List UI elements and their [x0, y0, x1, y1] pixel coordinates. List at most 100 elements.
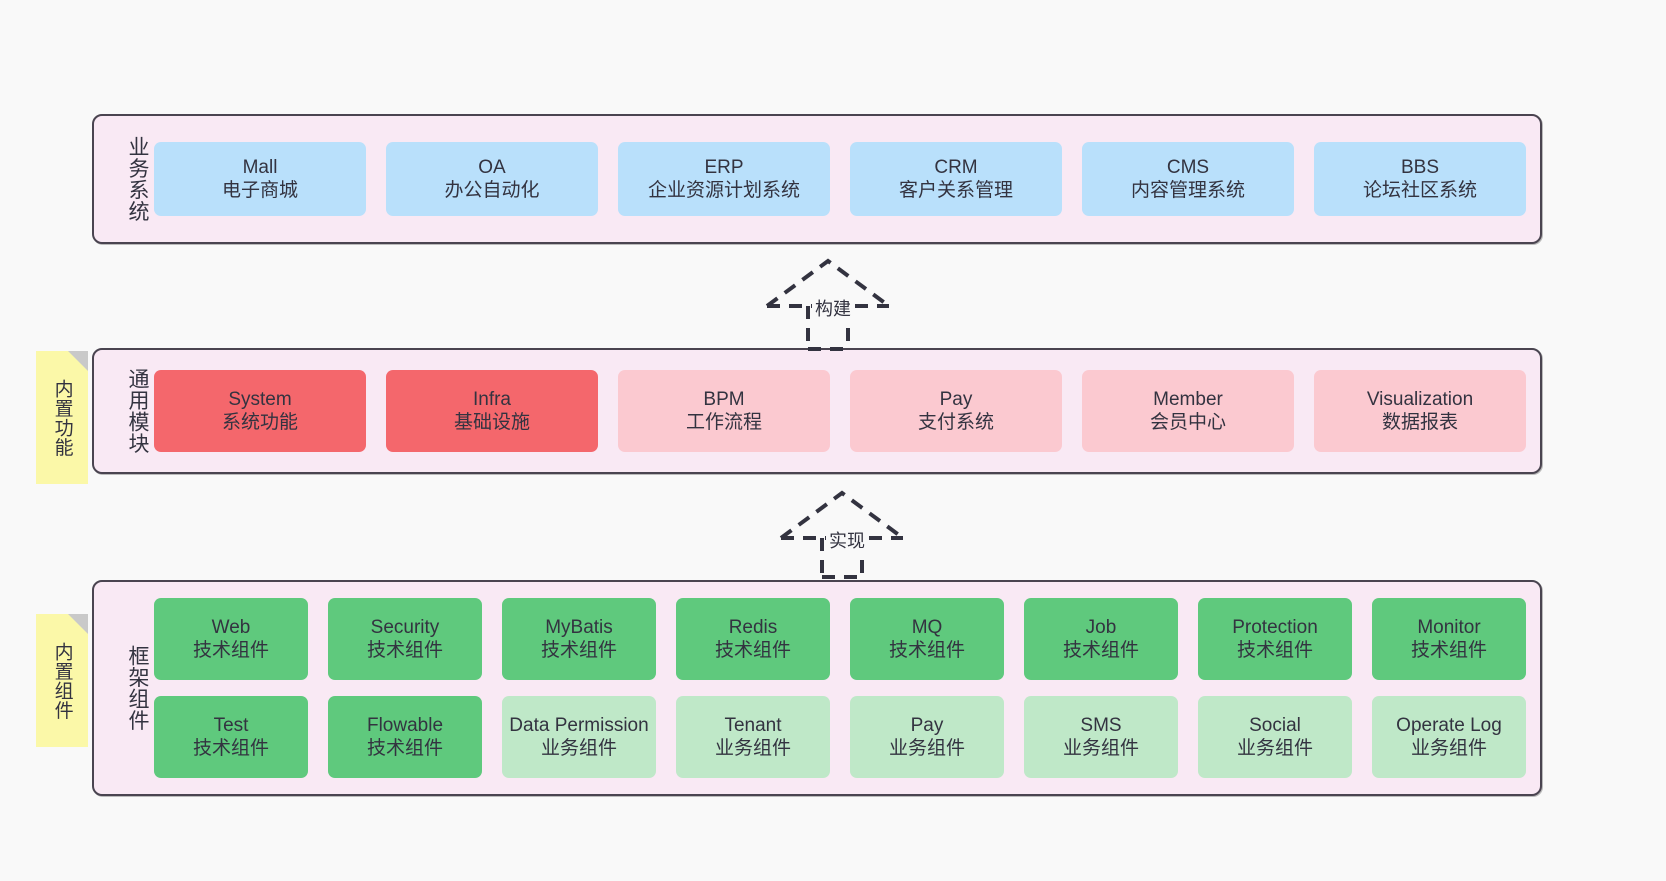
component-type-cn: 技术组件: [366, 640, 443, 661]
sticky-note-builtin-component: 内置组件: [36, 614, 88, 747]
note-fold-icon: [68, 614, 88, 634]
layer-body-common-modules: System 系统功能 Infra 基础设施 BPM 工作流程 Pay 支付系统…: [150, 370, 1540, 452]
component-card-flowable[interactable]: Flowable 技术组件: [328, 696, 482, 778]
component-type-cn: 技术组件: [1062, 640, 1139, 661]
component-card-sms[interactable]: SMS 业务组件: [1024, 696, 1178, 778]
module-row: Mall 电子商城 OA 办公自动化 ERP 企业资源计划系统 CRM 客户关系…: [154, 142, 1526, 216]
layer-body-business-systems: Mall 电子商城 OA 办公自动化 ERP 企业资源计划系统 CRM 客户关系…: [150, 142, 1540, 216]
component-card-protection[interactable]: Protection 技术组件: [1198, 598, 1352, 680]
component-type-cn: 技术组件: [1410, 640, 1487, 661]
module-row: Web 技术组件 Security 技术组件 MyBatis 技术组件 Redi…: [154, 598, 1526, 680]
module-name-cn: 支付系统: [917, 412, 994, 433]
module-row: Test 技术组件 Flowable 技术组件 Data Permission …: [154, 696, 1526, 778]
layer-body-framework-components: Web 技术组件 Security 技术组件 MyBatis 技术组件 Redi…: [150, 598, 1540, 778]
component-card-test[interactable]: Test 技术组件: [154, 696, 308, 778]
module-name-en: System: [228, 388, 292, 410]
module-card-bbs[interactable]: BBS 论坛社区系统: [1314, 142, 1526, 216]
connector-label-build: 构建: [812, 295, 854, 321]
component-card-job[interactable]: Job 技术组件: [1024, 598, 1178, 680]
component-card-monitor[interactable]: Monitor 技术组件: [1372, 598, 1526, 680]
component-name-en: Pay: [910, 714, 944, 736]
sticky-note-label: 内置功能: [51, 378, 73, 457]
module-name-en: BPM: [703, 388, 745, 410]
module-name-en: ERP: [704, 156, 744, 178]
component-card-social[interactable]: Social 业务组件: [1198, 696, 1352, 778]
component-name-en: Social: [1249, 714, 1301, 736]
module-name-cn: 企业资源计划系统: [647, 180, 800, 201]
component-name-en: Web: [211, 616, 251, 638]
component-name-en: Monitor: [1417, 616, 1481, 638]
module-name-en: Visualization: [1366, 388, 1474, 410]
module-row: System 系统功能 Infra 基础设施 BPM 工作流程 Pay 支付系统…: [154, 370, 1526, 452]
module-card-cms[interactable]: CMS 内容管理系统: [1082, 142, 1294, 216]
module-name-en: Pay: [939, 388, 973, 410]
component-type-cn: 业务组件: [1062, 738, 1139, 759]
component-type-cn: 业务组件: [540, 738, 617, 759]
component-card-pay[interactable]: Pay 业务组件: [850, 696, 1004, 778]
component-type-cn: 技术组件: [192, 640, 269, 661]
module-name-en: CMS: [1166, 156, 1210, 178]
module-name-cn: 客户关系管理: [898, 180, 1013, 201]
component-card-mq[interactable]: MQ 技术组件: [850, 598, 1004, 680]
component-type-cn: 技术组件: [888, 640, 965, 661]
component-type-cn: 业务组件: [1236, 738, 1313, 759]
module-name-cn: 基础设施: [453, 412, 530, 433]
module-name-cn: 内容管理系统: [1130, 180, 1245, 201]
module-card-oa[interactable]: OA 办公自动化: [386, 142, 598, 216]
component-card-operate-log[interactable]: Operate Log 业务组件: [1372, 696, 1526, 778]
component-name-en: Operate Log: [1396, 714, 1502, 736]
component-type-cn: 业务组件: [1410, 738, 1487, 759]
module-card-mall[interactable]: Mall 电子商城: [154, 142, 366, 216]
module-name-en: Member: [1153, 388, 1223, 410]
component-type-cn: 技术组件: [540, 640, 617, 661]
module-name-cn: 会员中心: [1149, 412, 1226, 433]
layer-business-systems: 业务系统 Mall 电子商城 OA 办公自动化 ERP 企业资源计划系统 CRM…: [92, 114, 1542, 244]
sticky-note-label: 内置组件: [51, 641, 73, 720]
layer-label-framework-components: 框架组件: [126, 645, 149, 731]
module-name-cn: 数据报表: [1381, 412, 1458, 433]
component-name-en: MQ: [911, 616, 943, 638]
layer-common-modules: 通用模块 System 系统功能 Infra 基础设施 BPM 工作流程 Pay…: [92, 348, 1542, 474]
component-name-en: Tenant: [724, 714, 782, 736]
module-name-cn: 系统功能: [221, 412, 298, 433]
module-card-member[interactable]: Member 会员中心: [1082, 370, 1294, 452]
component-card-data-permission[interactable]: Data Permission 业务组件: [502, 696, 656, 778]
component-type-cn: 业务组件: [888, 738, 965, 759]
module-name-cn: 办公自动化: [444, 180, 540, 201]
component-name-en: Test: [213, 714, 249, 736]
layer-label-common-modules: 通用模块: [126, 368, 149, 454]
layer-label-business-systems: 业务系统: [126, 136, 149, 222]
component-name-en: Job: [1085, 616, 1117, 638]
module-name-cn: 工作流程: [685, 412, 762, 433]
component-type-cn: 技术组件: [1236, 640, 1313, 661]
sticky-note-builtin-function: 内置功能: [36, 351, 88, 484]
module-name-en: OA: [478, 156, 506, 178]
layer-framework-components: 框架组件 Web 技术组件 Security 技术组件 MyBatis 技术组件…: [92, 580, 1542, 796]
note-fold-icon: [68, 351, 88, 371]
component-name-en: Data Permission: [509, 714, 649, 736]
component-name-en: MyBatis: [545, 616, 613, 638]
component-card-mybatis[interactable]: MyBatis 技术组件: [502, 598, 656, 680]
module-card-bpm[interactable]: BPM 工作流程: [618, 370, 830, 452]
component-card-redis[interactable]: Redis 技术组件: [676, 598, 830, 680]
module-card-pay[interactable]: Pay 支付系统: [850, 370, 1062, 452]
component-card-web[interactable]: Web 技术组件: [154, 598, 308, 680]
module-name-cn: 电子商城: [221, 180, 298, 201]
module-name-cn: 论坛社区系统: [1362, 180, 1477, 201]
module-name-en: BBS: [1400, 156, 1440, 178]
connector-build: 构建: [765, 258, 906, 351]
component-name-en: Flowable: [366, 714, 444, 736]
module-name-en: Mall: [242, 156, 278, 178]
module-card-visualization[interactable]: Visualization 数据报表: [1314, 370, 1526, 452]
component-card-tenant[interactable]: Tenant 业务组件: [676, 696, 830, 778]
module-card-crm[interactable]: CRM 客户关系管理: [850, 142, 1062, 216]
module-card-erp[interactable]: ERP 企业资源计划系统: [618, 142, 830, 216]
module-card-system[interactable]: System 系统功能: [154, 370, 366, 452]
component-card-security[interactable]: Security 技术组件: [328, 598, 482, 680]
component-type-cn: 技术组件: [192, 738, 269, 759]
component-type-cn: 业务组件: [714, 738, 791, 759]
connector-label-implement: 实现: [826, 527, 868, 553]
component-type-cn: 技术组件: [366, 738, 443, 759]
module-card-infra[interactable]: Infra 基础设施: [386, 370, 598, 452]
